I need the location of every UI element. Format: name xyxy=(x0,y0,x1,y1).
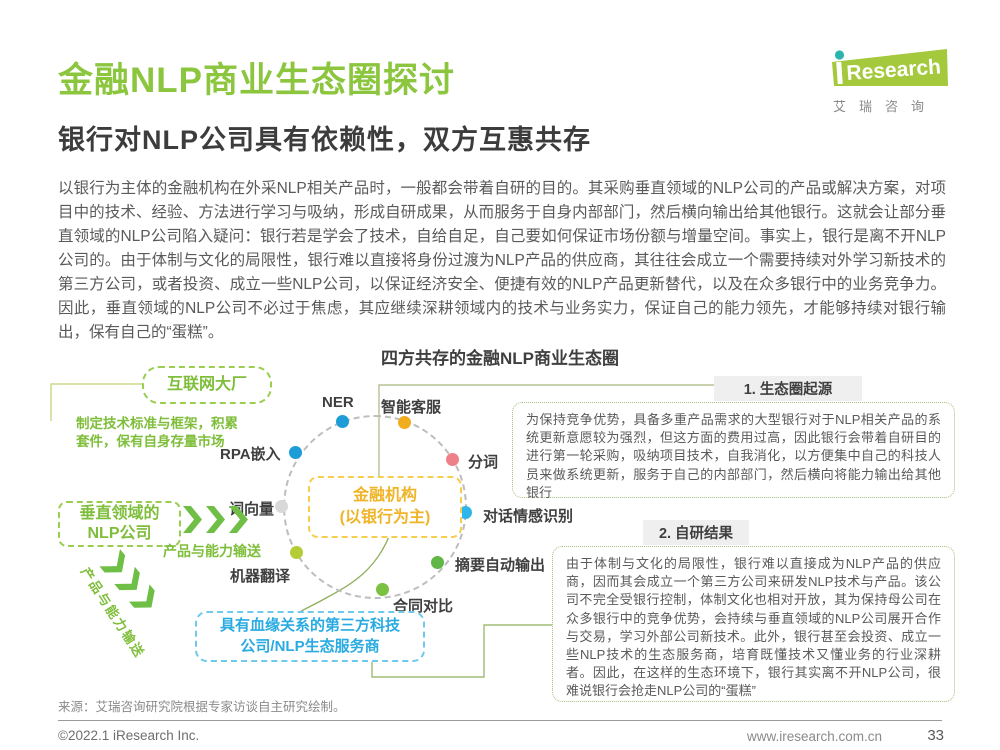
node-label-contract-compare: 合同对比 xyxy=(393,598,454,615)
center-box-line1: 金融机构 xyxy=(352,487,417,505)
node-dot-word-vector xyxy=(275,500,288,513)
chevron-icon xyxy=(206,506,225,533)
callout2-header: 2. 自研结果 xyxy=(643,520,749,545)
node-label-machine-translation: 机器翻译 xyxy=(230,568,291,585)
internet-giants-box: 互联网大厂 xyxy=(142,366,272,404)
third-party-box: 具有血缘关系的第三方科技 公司/NLP生态服务商 xyxy=(195,611,425,662)
node-label-rpa: RPA嵌入 xyxy=(220,446,281,463)
footer-copyright: ©2022.1 iResearch Inc. xyxy=(58,728,200,743)
footer-website-link[interactable]: www.iresearch.com.cn xyxy=(746,729,882,744)
vertical-nlp-line2: NLP公司 xyxy=(87,525,152,542)
node-label-summary-output: 摘要自动输出 xyxy=(455,557,546,574)
chevron-icon xyxy=(229,506,248,533)
chevron-icon xyxy=(183,506,202,533)
intro-paragraph: 以银行为主体的金融机构在外采NLP相关产品时，一般都会带着自研的目的。其采购垂直… xyxy=(58,180,946,341)
page-title: 金融NLP商业生态圈探讨 xyxy=(58,61,456,100)
center-box-financial-institution: 金融机构 (以银行为主) xyxy=(308,476,462,538)
node-dot-contract-compare xyxy=(376,583,389,596)
node-dot-rpa xyxy=(289,446,302,459)
logo-chinese-name: 艾瑞咨询 xyxy=(833,99,938,114)
source-note: 来源：艾瑞咨询研究院根据专家访谈自主研究绘制。 xyxy=(58,700,346,714)
node-label-ner: NER xyxy=(322,394,354,411)
node-dot-smart-service xyxy=(398,416,411,429)
transfer-label-horizontal: 产品与能力输送 xyxy=(163,543,261,559)
node-dot-machine-translation xyxy=(290,546,303,559)
footer-page-number: 33 xyxy=(927,727,944,744)
footer-divider xyxy=(58,720,942,721)
third-party-line1: 具有血缘关系的第三方科技 xyxy=(219,617,400,635)
internet-giants-description: 制定技术标准与框架，积累 套件，保有自身存量市场 xyxy=(76,416,238,449)
node-dot-word-segmentation xyxy=(446,453,459,466)
iresearch-logo: Research xyxy=(832,49,948,86)
logo-i-dot xyxy=(834,50,845,60)
node-label-word-segmentation: 分词 xyxy=(468,454,499,471)
node-dot-ner xyxy=(336,415,349,428)
chevron-icon xyxy=(99,549,132,581)
internet-giants-label: 互联网大厂 xyxy=(166,376,247,393)
third-party-line2: 公司/NLP生态服务商 xyxy=(240,637,380,655)
node-label-dialog-emotion: 对话情感识别 xyxy=(483,508,574,525)
node-dot-dialog-emotion xyxy=(459,506,472,519)
logo-banner-shape xyxy=(832,49,948,86)
chevrons-right-icon xyxy=(183,506,248,533)
center-box-line2: (以银行为主) xyxy=(339,509,431,526)
page-subtitle: 银行对NLP公司具有依赖性，双方互惠共存 xyxy=(58,125,591,155)
diagram-title: 四方共存的金融NLP商业生态圈 xyxy=(381,349,619,368)
node-label-smart-service: 智能客服 xyxy=(381,399,442,416)
callout2-body: 由于体制与文化的局限性，银行难以直接成为NLP产品的供应商，因而其会成立一个第三… xyxy=(552,546,955,702)
node-dot-summary-output xyxy=(431,556,444,569)
vertical-nlp-box: 垂直领域的 NLP公司 xyxy=(58,501,181,547)
callout1-body: 为保持竞争优势，具备多重产品需求的大型银行对于NLP相关产品的系统更新意愿较为强… xyxy=(512,402,955,500)
callout1-header: 1. 生态圈起源 xyxy=(714,376,862,401)
vertical-nlp-line1: 垂直领域的 xyxy=(79,505,160,522)
